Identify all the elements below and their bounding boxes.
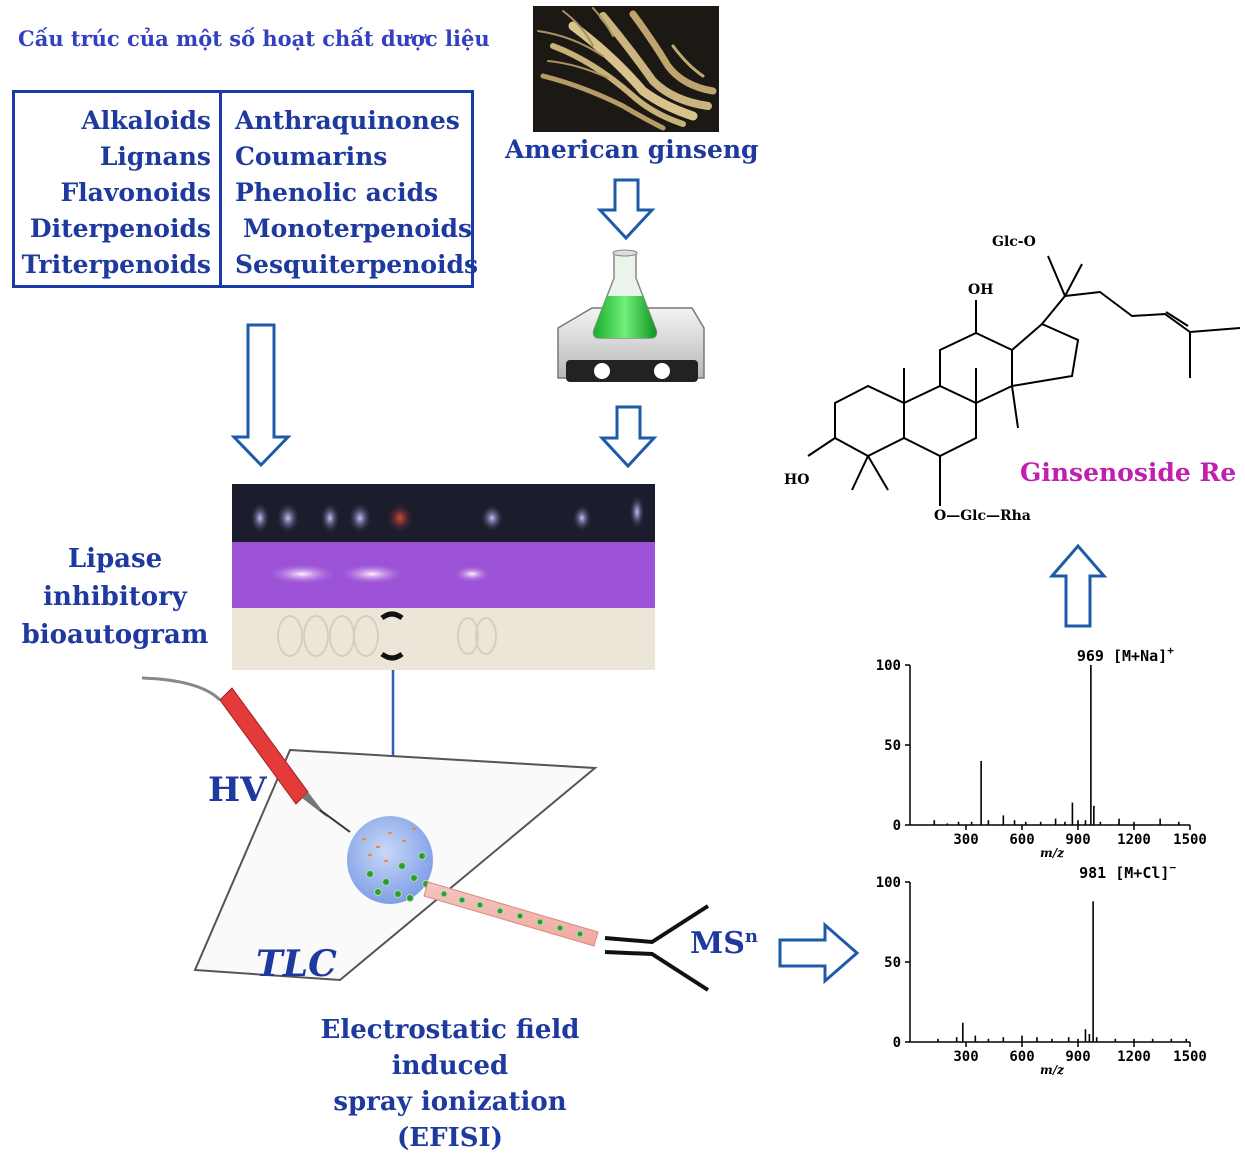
efisi-label-line2: spray ionization (EFISI) — [333, 1087, 567, 1153]
x-tick-label: 300 — [953, 832, 978, 848]
compound-class: Monoterpenoids — [243, 214, 473, 243]
peak-annotation: 969 [M+Na]+ — [1077, 644, 1174, 665]
arrow-down-icon — [596, 178, 656, 241]
flow-arrows — [230, 178, 1108, 985]
efisi-label: Electrostatic field induced spray ioniza… — [280, 1012, 620, 1156]
ms-spectrum-negative: 0 50 100 300 600 900 1200 1500 m/z 981 [M+Cl]− — [876, 861, 1207, 1077]
compound-class: Diterpenoids — [29, 214, 211, 243]
compound-list-left: Alkaloids Lignans Flavonoids Diterpenoid… — [15, 103, 211, 283]
hv-label: HV — [208, 770, 267, 810]
compound-class: Sesquiterpenoids — [235, 250, 479, 279]
y-tick-label: 100 — [876, 875, 901, 891]
x-tick-label: 1500 — [1173, 1049, 1207, 1065]
x-tick-label: 1200 — [1117, 832, 1151, 848]
arrow-down-icon — [598, 405, 658, 469]
table-divider — [219, 93, 222, 285]
x-tick-label: 900 — [1065, 1049, 1090, 1065]
stirrer-flask-icon — [557, 249, 705, 382]
ms-spectrum-positive: 0 50 100 300 600 900 1200 1500 m/z 969 [M+Na]+ — [876, 644, 1207, 860]
compound-class: Triterpenoids — [21, 250, 211, 279]
x-tick-label: 900 — [1065, 832, 1090, 848]
bioautogram-label-line2: bioautogram — [21, 620, 209, 650]
ginsenoside-re-structure: Glc-O OH HO O—Glc—Rha — [784, 234, 1241, 524]
x-tick-label: 300 — [953, 1049, 978, 1065]
arrow-up-icon — [1048, 543, 1108, 628]
x-tick-label: 600 — [1009, 832, 1034, 848]
x-tick-label: 1500 — [1173, 832, 1207, 848]
compound-list-right: Anthraquinones Coumarins Phenolic acids … — [235, 103, 479, 283]
compound-class: Lignans — [99, 142, 211, 171]
ho-label: HO — [784, 472, 809, 488]
y-tick-label: 0 — [893, 1035, 901, 1051]
oh-label: OH — [968, 282, 993, 298]
page-title: Cấu trúc của một số hoạt chất dược liệu — [18, 26, 490, 51]
bioautogram-label: Lipase inhibitory bioautogram — [4, 540, 226, 654]
efisi-apparatus-illustration — [141, 676, 710, 992]
compound-name: Ginsenoside Re — [1020, 458, 1237, 487]
x-axis-label: m/z — [1040, 1063, 1065, 1077]
arrow-right-icon — [778, 921, 860, 985]
bioautogram-photo — [232, 484, 655, 670]
x-axis-label: m/z — [1040, 846, 1065, 860]
y-tick-label: 50 — [884, 738, 901, 754]
msn-label: MSn — [690, 926, 758, 961]
y-tick-label: 50 — [884, 955, 901, 971]
compound-class: Flavonoids — [60, 178, 211, 207]
ginseng-photo — [533, 6, 719, 132]
x-tick-label: 1200 — [1117, 1049, 1151, 1065]
droplet — [347, 816, 433, 904]
glc-o-label: Glc-O — [992, 234, 1036, 250]
x-tick-label: 600 — [1009, 1049, 1034, 1065]
compound-class-table: Alkaloids Lignans Flavonoids Diterpenoid… — [12, 90, 479, 288]
efisi-label-line1: Electrostatic field induced — [320, 1015, 580, 1081]
ginseng-root-image — [533, 6, 719, 132]
ginseng-label: American ginseng — [505, 135, 759, 164]
compound-class: Coumarins — [235, 142, 388, 171]
glc-rha-label: O—Glc—Rha — [934, 508, 1031, 524]
msn-text: MS — [690, 926, 745, 961]
compound-class: Phenolic acids — [235, 178, 439, 207]
compound-class: Alkaloids — [81, 106, 211, 135]
bioautogram-label-line1: Lipase inhibitory — [43, 544, 187, 612]
arrow-down-icon — [230, 323, 292, 468]
compound-class: Anthraquinones — [235, 106, 460, 135]
peak-annotation: 981 [M+Cl]− — [1079, 861, 1176, 882]
y-tick-label: 0 — [893, 818, 901, 834]
tlc-label: TLC — [256, 943, 337, 985]
y-tick-label: 100 — [876, 658, 901, 674]
msn-superscript: n — [744, 926, 758, 947]
tlc-plate-image — [232, 484, 655, 670]
